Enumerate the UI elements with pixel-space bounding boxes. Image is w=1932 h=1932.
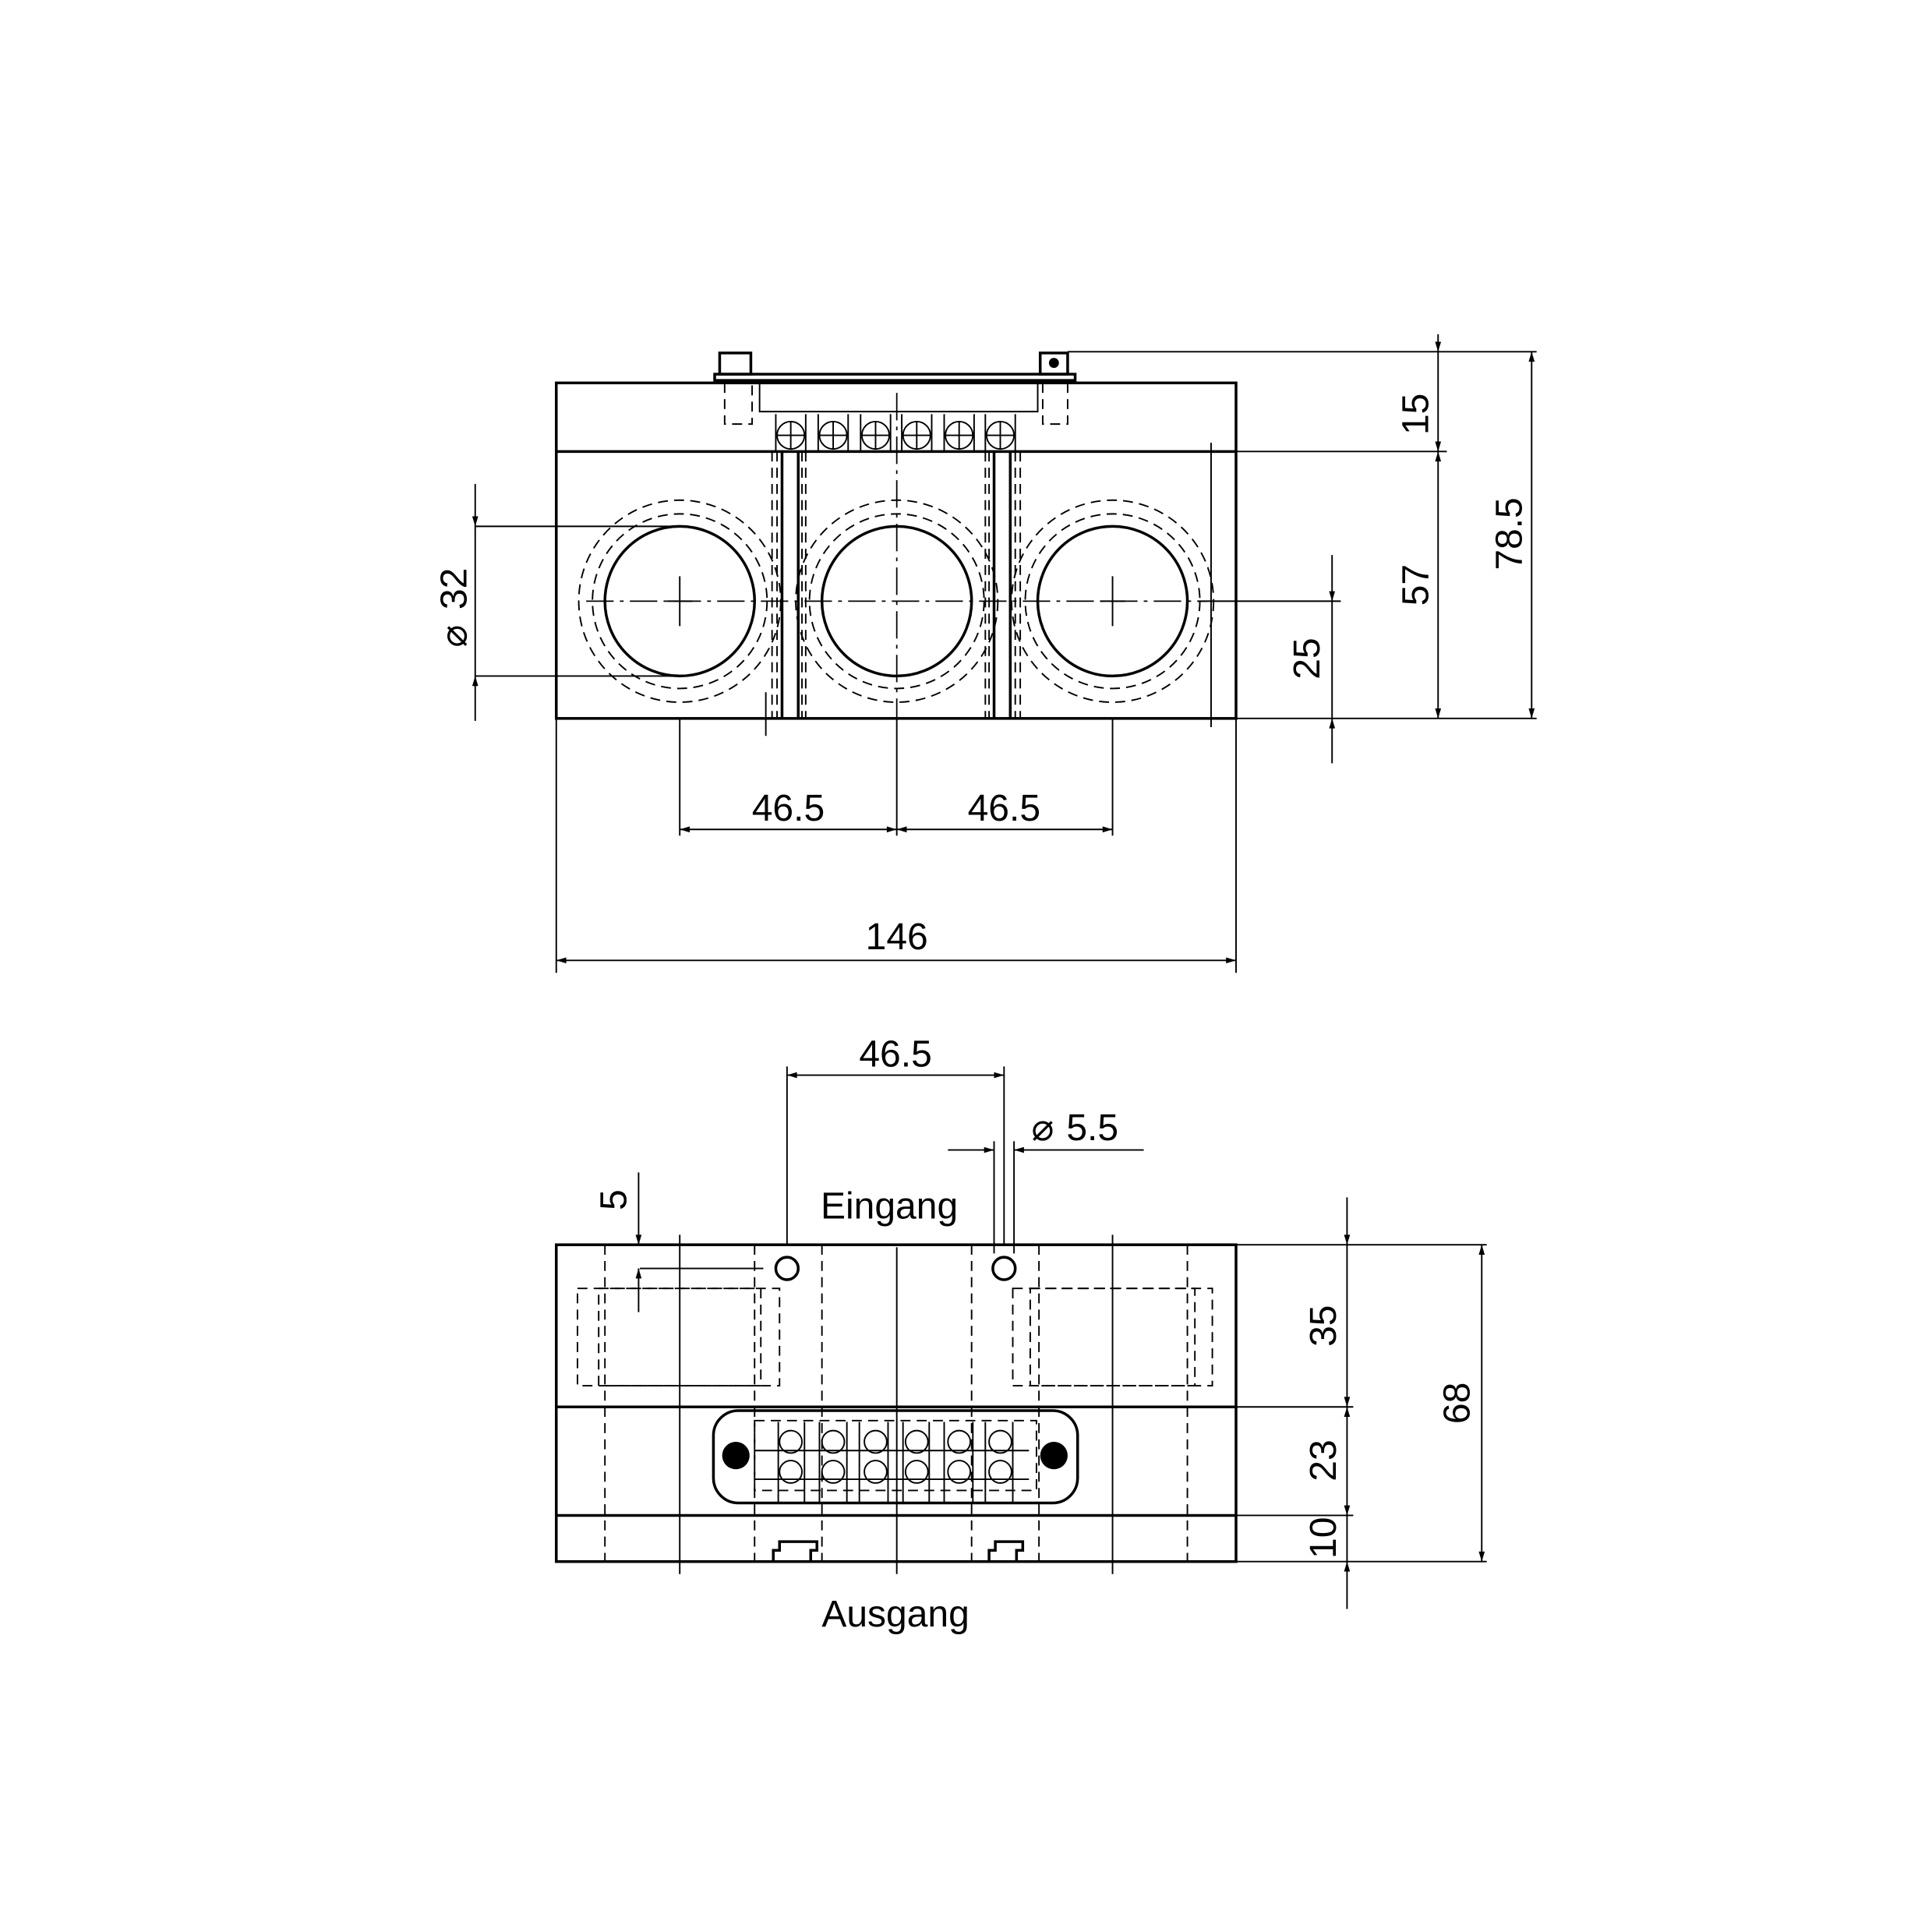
rail-slot-left xyxy=(772,1540,819,1562)
label-ausgang: Ausgang xyxy=(821,1594,970,1635)
top-view: 46.5 46.5 146 15 57 78.5 25 ⌀ 32 xyxy=(434,334,1537,973)
dim-height-57: 57 xyxy=(1395,564,1436,606)
terminal-plate xyxy=(713,373,1077,382)
mounting-post-left xyxy=(718,351,753,376)
dim-center-height: 25 xyxy=(1287,638,1328,679)
diameter-symbol: ⌀ xyxy=(434,625,475,648)
dim-hole-diameter: 32 xyxy=(434,568,475,609)
screw-left xyxy=(722,1442,750,1470)
dim-hole-pitch: 46.5 xyxy=(859,1033,931,1075)
dim-hole-diameter-bottom: 5.5 xyxy=(1066,1107,1118,1149)
label-eingang: Eingang xyxy=(821,1186,958,1227)
dim-height-10: 10 xyxy=(1303,1517,1344,1559)
dim-width-total: 146 xyxy=(866,917,928,958)
terminal-strip xyxy=(712,1409,1079,1505)
rail-slot-right xyxy=(987,1540,1025,1562)
dim-height-35: 35 xyxy=(1303,1305,1344,1347)
mounting-post-right xyxy=(1038,351,1069,376)
dim-hole-offset: 5 xyxy=(593,1189,634,1210)
diameter-symbol-bottom: ⌀ xyxy=(1032,1107,1054,1149)
screw-right xyxy=(1040,1442,1068,1470)
mounting-hole-right xyxy=(991,1256,1017,1281)
dim-height-15: 15 xyxy=(1395,394,1436,435)
terminal-row xyxy=(775,414,1016,452)
dim-pitch-left: 46.5 xyxy=(752,788,825,829)
dim-height-total: 78.5 xyxy=(1489,497,1530,570)
dim-pitch-right: 46.5 xyxy=(968,788,1040,829)
dim-height-68: 68 xyxy=(1436,1383,1478,1424)
dim-height-23: 23 xyxy=(1303,1439,1344,1481)
bottom-view: 46.5 ⌀ 5.5 5 Eingang Ausgang 35 23 10 68 xyxy=(555,1033,1487,1635)
mounting-hole-left xyxy=(774,1256,800,1281)
